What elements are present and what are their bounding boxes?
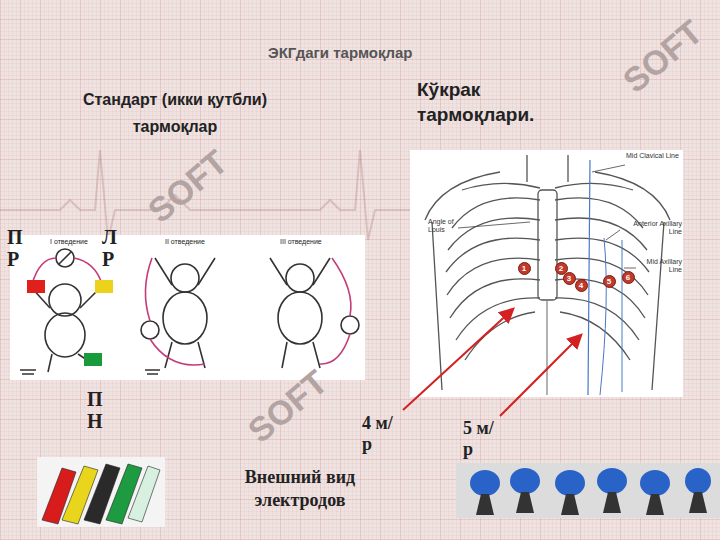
callout-number: 3 [563,272,576,285]
anatomy-label: Angle of Louis [428,218,468,235]
panel-heading: II отведение [165,238,205,246]
electrode-label: П Р [7,226,23,270]
electrode-label: Л Р [102,226,118,270]
panel-heading: I отведение [50,238,88,246]
anatomy-label: Mid Clavical Line [626,152,680,160]
callout-number: 5 [603,275,616,288]
section-heading: Стандарт (икки қутбли) тармоқлар [45,86,305,140]
callout-text: 1 [522,264,526,273]
watermark: SOFT [615,12,711,102]
panel-heading: III отведение [280,238,322,246]
callout-number: 1 [518,262,531,275]
intercostal-label: 5 м/р [463,418,497,459]
callout-text: 2 [559,264,563,273]
callout-text: 4 [579,281,583,290]
watermark: SOFT [240,362,336,452]
section-heading: Кўкрак тармоқлари. [417,78,567,127]
caption-text: Внешний вид электродов [205,466,395,513]
callout-number: 4 [575,279,588,292]
slide-title: ЭКГдаги тармоқлар [268,44,413,62]
intercostal-label: 4 м/р [362,413,396,454]
watermark: SOFT [140,142,236,232]
anatomy-label: Mid Axillary Line [636,258,682,275]
anatomy-label: Anterior Axillary Line [620,220,682,237]
callout-text: 6 [626,273,630,282]
electrode-label: П Н [87,388,103,432]
callout-number: 6 [622,271,635,284]
callout-text: 3 [567,274,571,283]
callout-text: 5 [607,277,611,286]
